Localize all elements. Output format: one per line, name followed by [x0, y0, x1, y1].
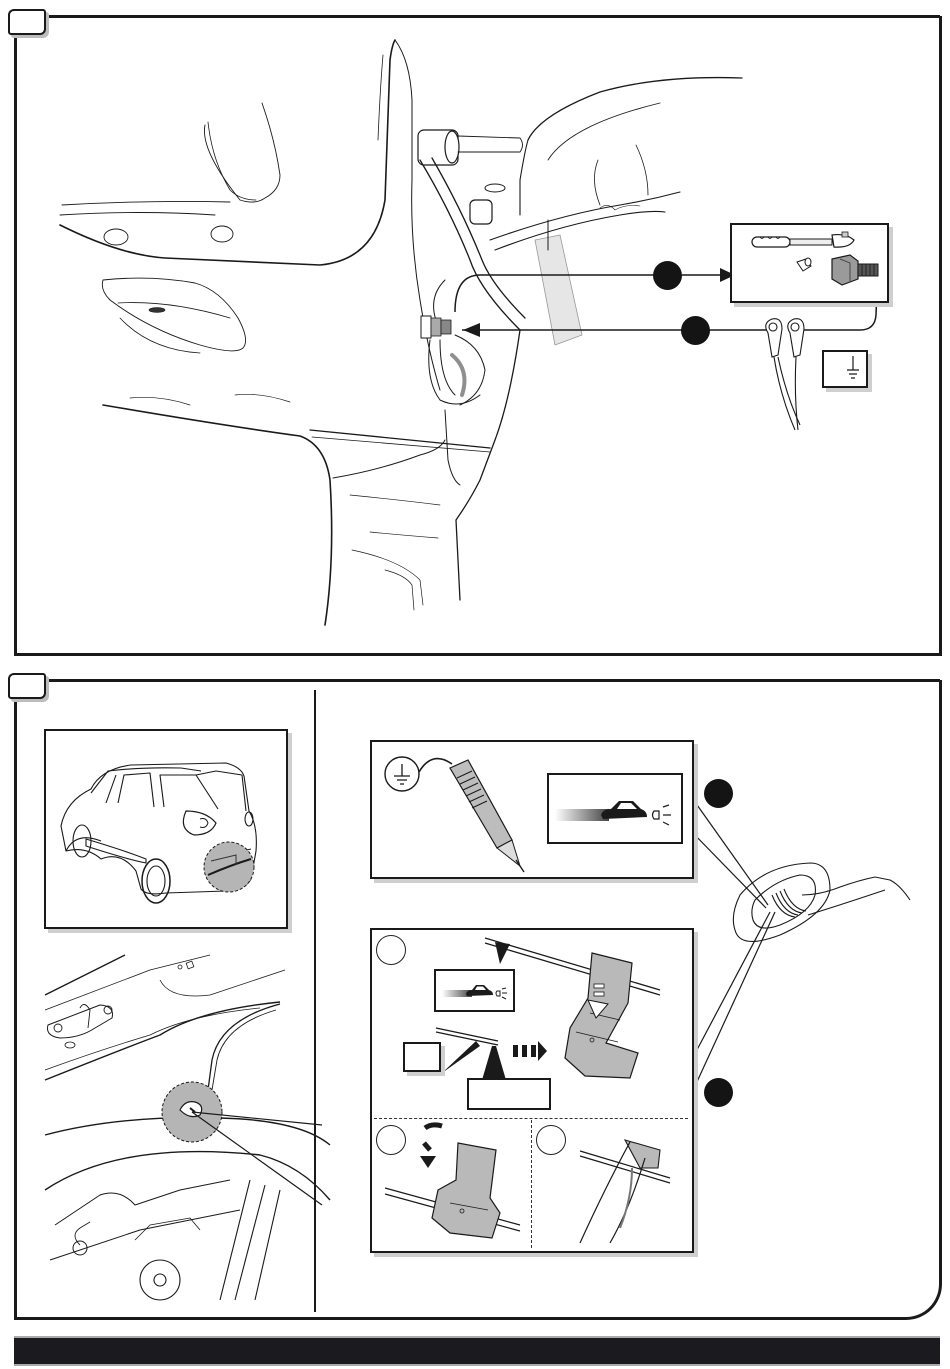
callout-d [704, 1078, 733, 1107]
ground-symbol-icon [385, 757, 419, 791]
cable-grommet-illustration [720, 855, 920, 965]
callout-c [704, 779, 733, 808]
circuit-tester-icon [450, 760, 524, 872]
tester-panel [370, 740, 694, 879]
wire-tag-label [403, 1042, 441, 1072]
tail-light-car-icon [549, 775, 681, 842]
tail-light-car-icon [436, 971, 513, 1010]
footer-bar [14, 1336, 940, 1366]
tail-light-box [547, 773, 683, 844]
splice-light-box [434, 969, 515, 1012]
wire-label [467, 1078, 551, 1110]
